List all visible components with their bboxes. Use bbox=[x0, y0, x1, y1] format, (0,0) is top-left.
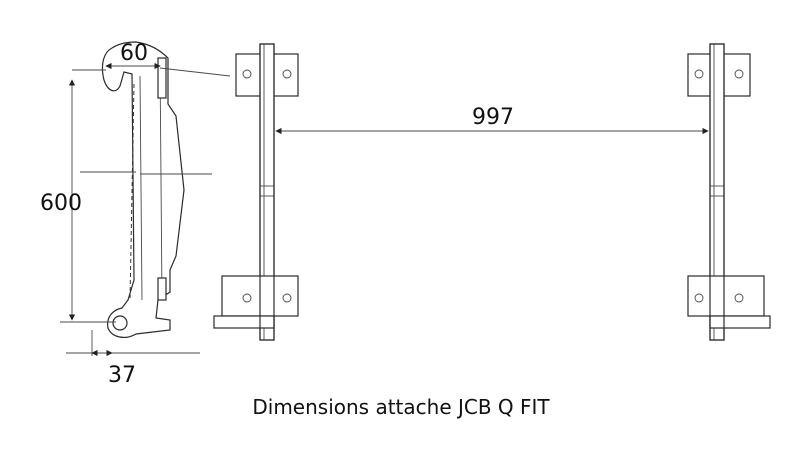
drawing-caption: Dimensions attache JCB Q FIT bbox=[252, 395, 550, 419]
left-frame-front-view bbox=[213, 43, 299, 341]
dimension-997: 997 bbox=[275, 105, 709, 135]
dimension-37: 37 bbox=[66, 330, 200, 388]
dimension-frame-spacing-label: 997 bbox=[472, 105, 514, 130]
dimension-hook-width-label: 60 bbox=[120, 41, 148, 66]
right-frame-front-view bbox=[687, 43, 771, 341]
dimension-600: 600 bbox=[40, 79, 212, 323]
dimension-60: 60 bbox=[72, 41, 231, 77]
dimension-base-width-label: 37 bbox=[108, 363, 136, 388]
hook-bracket-side-view bbox=[101, 41, 185, 338]
dimension-height-label: 600 bbox=[40, 191, 82, 216]
